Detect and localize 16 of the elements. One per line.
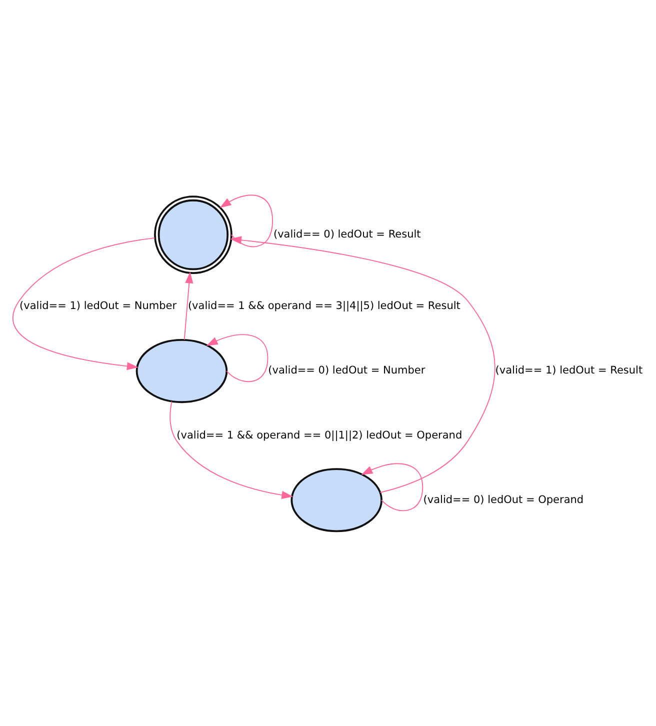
arrow [170, 401, 294, 499]
node-ellipse [290, 468, 382, 532]
edge-label: (valid== 0) ledOut = Number [268, 364, 426, 377]
arrow [361, 463, 424, 512]
edge-label: (valid== 0) ledOut = Operand [423, 494, 584, 506]
arrow [12, 237, 156, 370]
edge-label: (valid== 0) ledOut = Result [273, 228, 421, 240]
arrow [230, 236, 496, 493]
edge-label: (valid== 1) ledOut = Result [495, 364, 643, 377]
arrow [220, 194, 274, 248]
edge-label: (valid== 1 && operand == 0||1||2) ledOut = Operand [176, 429, 462, 442]
edge-label: (valid== 1) ledOut = Number [20, 300, 177, 312]
arrow [206, 334, 268, 382]
node-ellipse [136, 339, 228, 404]
arrow [184, 272, 194, 340]
edge-label: (valid== 1 && operand == 3||4||5) ledOut = Result [188, 300, 460, 312]
